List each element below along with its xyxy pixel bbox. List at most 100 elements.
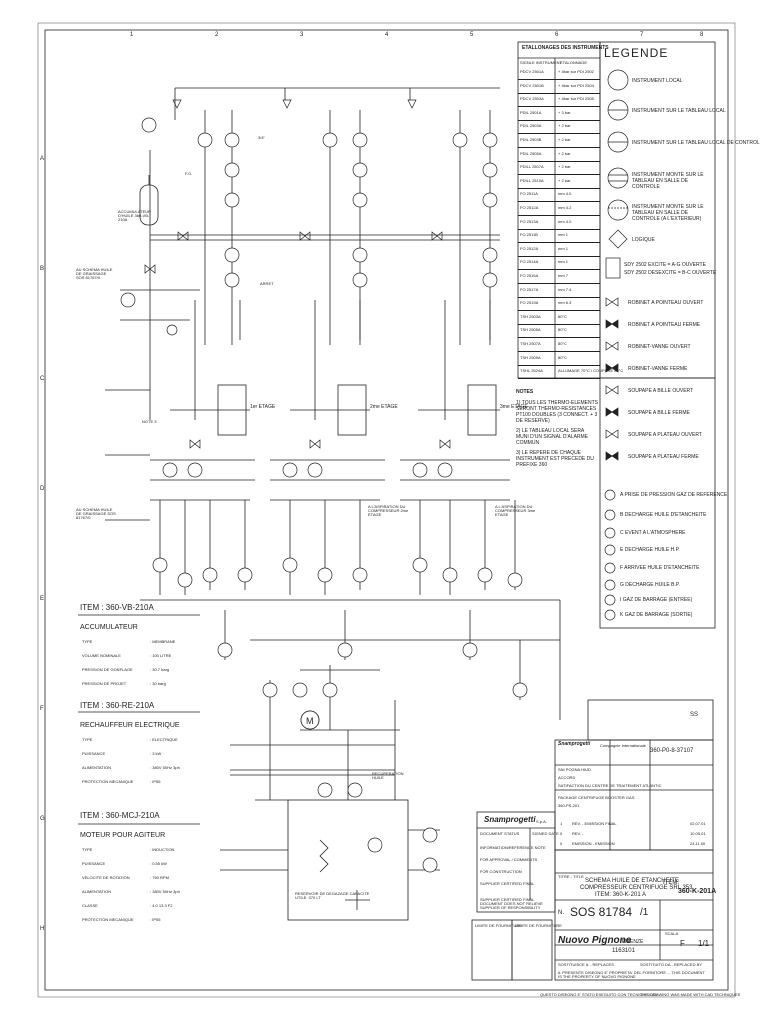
zone-letter-B: B [40,266,44,272]
calibration-value: 80°C [558,354,567,360]
calibration-row-divider [518,147,600,148]
revision-date: 02.07.01 [690,821,706,826]
revision-code: 360-P0-8-37107 [650,748,694,754]
doc-status-row-4: SUPPLIER CERTIFIED FINAL [480,881,535,886]
zone-letter-A: A [40,156,44,162]
item-row-key: PUISSANCE [82,861,106,866]
legend-valve-label: ROBINET-VANNE OUVERT [628,344,691,350]
label-stage-1: 1er ETAGE [250,404,276,410]
legend-valve-label: ROBINET-VANNE FERME [628,366,688,372]
calibration-title: ETALLONAGES DES INSTRUMENTS [522,45,609,51]
label-accumulator: ACCUMULATEUR D'HUILE 360-VB-210A [118,209,152,222]
calibration-value: mm 7 [558,273,568,278]
snam-small-sub: Compagnie Internationale [600,743,646,748]
calibration-value: + 2 bar [558,150,571,156]
zone-letter-H: H [40,926,44,932]
revision-description: EMISSION - EMISSION [572,841,615,846]
label-stage-3: 3me ETAGE [500,404,528,410]
calibration-instrument: FO 2514A [520,259,539,265]
item-row-key: PROTECTION MECANIQUE [82,917,134,922]
calibration-instrument: TSH 2503A [520,313,541,319]
calibration-value: mm 4.0 [558,218,572,224]
note-3: 3) LE REPERE DE CHAQUE INSTRUMENT EST PR… [516,450,594,468]
item-value: 360-K-201A [678,888,717,895]
legend-title: LEGENDE [604,46,669,60]
calibration-instrument: FO 2512A [520,205,539,210]
company-logo: Nuovo Pignone [558,935,632,946]
zone-number-7: 7 [640,32,644,38]
legend-valve-label: SOUPAPE A BILLE FERME [628,410,690,416]
revision-description: REV. - EMISSION FINAL [572,821,617,826]
snam-small-line-2: SATIFACTION DU CENTRE DE TRAITEMENT ATLA… [558,783,662,788]
legend-signal-1: SDY 2502 EXCITE = A-G OUVERTE [624,262,706,268]
doc-number: SOS 81784 [570,905,633,919]
revision-stamp: SS [690,712,699,718]
label-aspiration-2: A L'ASPIRATION DU COMPRESSEUR 2me ETAGE [368,504,409,517]
label-note-3: NOTE 3 [142,419,157,424]
label-fo: F.O. [185,171,193,176]
zone-letter-G: G [40,816,45,822]
note-2: 2) LE TABLEAU LOCAL SERA MUNI D'UN SIGNA… [516,428,589,446]
snamprogetti-logo: Snamprogetti [484,815,536,824]
sostituito: SOSTITUITO DA - REPLACED BY [640,962,702,967]
calibration-instrument: FO 2511A [520,191,538,197]
label-stage-2: 2me ETAGE [370,404,398,410]
legend-valve-label: ROBINET A POINTEAU OUVERT [628,300,704,306]
calibration-row-divider [518,187,600,189]
legend-connection-label: I GAZ DE BARRAGE (ENTREE) [620,597,693,603]
revision-number: 1 [560,821,563,826]
calibration-row-divider [518,378,600,380]
calibration-value: + 2 bar [558,137,571,142]
label-aspiration-3: A L'ASPIRATION DU COMPRESSEUR 3me ETAGE [495,504,536,517]
doc-status-note: SUPPLIER CERTIFIED FINAL DOCUMENT DOES N… [480,897,543,910]
item-label: ITEM: [663,880,679,886]
motor-symbol: M [306,716,314,726]
cad-note-right: THIS DRAWING WAS MADE WITH CAD TECHNIQUE… [640,992,741,997]
item-row-value: : 380V 50Hz 3ph [150,889,180,894]
legend-valve-label: SOUPAPE A PLATEAU OUVERT [628,432,702,438]
signed-date-header: SIGNED DATE [532,831,559,836]
legend-valve-label: SOUPAPE A PLATEAU FERME [628,454,699,460]
calibration-row-divider [518,215,600,216]
calibration-row-divider [518,296,600,298]
item-row-key: ALIMENTATION [82,889,111,894]
calibration-instrument: PDIL 2503B [520,137,542,142]
revision-number: 0 [560,831,563,836]
item-row-value: : 30 barg [150,681,166,686]
label-arret: ARRET [260,281,274,286]
zone-number-1: 1 [130,32,134,38]
calibration-row-divider [518,337,600,339]
calibration-value: mm 1 [558,232,568,238]
title-line-2: COMPRESSEUR CENTRIFUGE SRL 353 [580,885,693,891]
calibration-instrument: PDCV 2501A [520,69,544,74]
sheet-value: 1/1 [698,939,710,948]
item-row-key: VELOCITE DE ROTATION [82,875,130,880]
item-subtitle: ACCUMULATEUR [80,624,138,631]
legend-connection-label: G DECHARGE HUILE B.P. [620,582,680,588]
calibration-instrument: PDCV 2503A [520,96,544,102]
label-recuperation: RECUPERATION HUILE [372,771,404,780]
calibration-value: mm 4.2 [558,205,572,210]
revision-number: 0 [560,841,563,846]
calibration-instrument: TSH 2509A [520,354,541,360]
zone-number-5: 5 [470,32,474,38]
revision-date: 10.05.01 [690,831,706,836]
snamprogetti-sub: S.p.A. [536,819,547,824]
zone-letter-C: C [40,376,45,382]
title-label: TITRE - TITLE [558,874,584,879]
item-subtitle: RECHAUFFEUR ELECTRIQUE [80,722,180,729]
limit-signature-label: LIMITE DE FOURNITURE [515,923,562,928]
limit-fourniture-label: LIMITE DE FOURNITURE [475,923,522,928]
calibration-col-instrument: SIGNLE INSTRUMENT [520,60,563,65]
calibration-instrument: PDIL 2501A [520,109,542,115]
calibration-instrument: FO 2513A [520,218,539,224]
legend-item-tableau-local: INSTRUMENT SUR LE TABLEAU LOCAL [632,108,726,114]
calibration-value: + 2 bar [558,177,571,183]
snam-small-line-3: PACKAGE CENTRIFUGE BOOSTER GAS [558,795,635,800]
item-row-key: TYPE [82,847,93,852]
item-row-value: : IP55 [150,917,161,922]
item-row-key: PRESSION DE GONFLAGE [82,667,133,672]
company-city: FIRENZE [622,939,644,945]
calibration-row-divider [518,269,600,271]
